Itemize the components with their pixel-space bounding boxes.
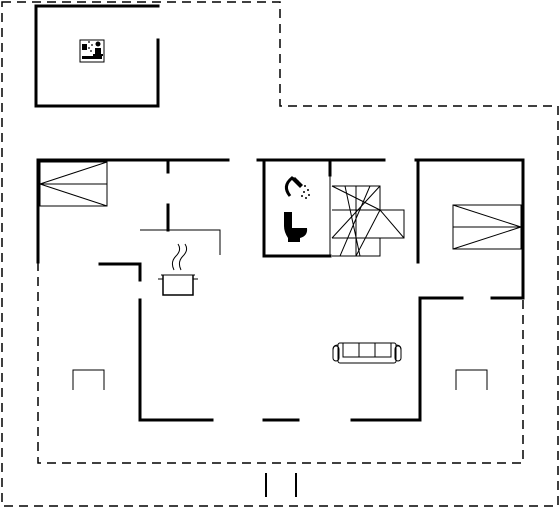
chair-icon [72, 369, 105, 390]
bed-icon [452, 204, 523, 250]
chair-icon [455, 369, 488, 390]
interior-walls [98, 158, 525, 422]
exterior-walls [36, 158, 525, 300]
stairs-icon [331, 185, 405, 257]
stove-pot-icon [158, 243, 198, 296]
entrance-door [265, 473, 297, 497]
shower-icon [285, 176, 310, 199]
sofa-icon [332, 342, 402, 364]
toilet-icon [284, 212, 308, 242]
house-floor-outline [37, 262, 524, 464]
bed-icon [39, 161, 108, 207]
sauna-icon [79, 39, 105, 63]
annex-room [34, 4, 160, 108]
